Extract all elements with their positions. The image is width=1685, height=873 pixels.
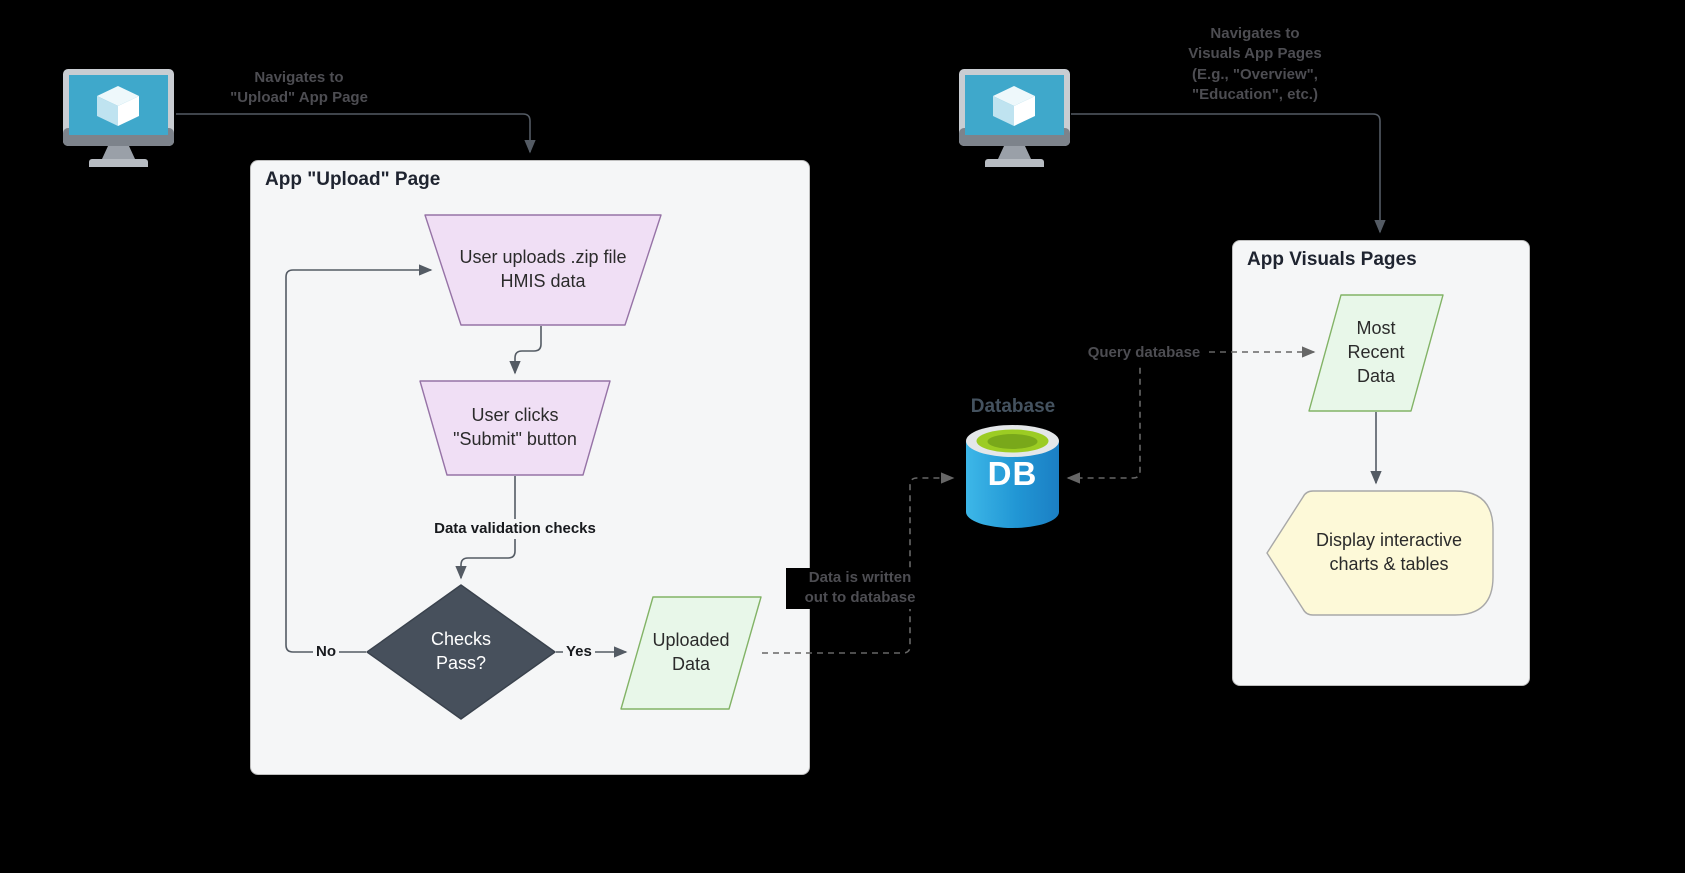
arrow-nav-upload <box>176 113 536 154</box>
nav-visuals-label: Navigates to Visuals App Pages (E.g., "O… <box>1155 24 1355 105</box>
most-recent-data-label: Most Recent Data <box>1347 318 1405 386</box>
submit-step-label: User clicks "Submit" button <box>453 405 577 449</box>
parallelogram-shape <box>620 596 762 710</box>
display-node: Display interactive charts & tables <box>1266 490 1494 616</box>
uploaded-data-node: Uploaded Data <box>620 596 762 710</box>
yes-label: Yes <box>563 642 595 663</box>
decision-node: Checks Pass? <box>366 584 556 720</box>
no-label: No <box>313 642 339 663</box>
user-monitor-right <box>958 68 1071 168</box>
database-icon <box>966 425 1059 528</box>
upload-step-node: User uploads .zip file HMIS data <box>424 214 662 326</box>
submit-step-node: User clicks "Submit" button <box>419 380 611 476</box>
computer-monitor-icon <box>959 69 1070 167</box>
uploaded-data-label: Uploaded Data <box>652 630 730 674</box>
database-abbrev: DB <box>987 455 1038 492</box>
upload-step-label: User uploads .zip file HMIS data <box>459 247 627 291</box>
user-monitor-left <box>62 68 175 168</box>
upload-page-title: App "Upload" Page <box>265 169 441 190</box>
query-database-label: Query database <box>1079 343 1209 364</box>
display-shape <box>1266 490 1494 616</box>
diamond-shape <box>366 584 556 720</box>
display-label: Display interactive charts & tables <box>1315 530 1463 574</box>
validation-checks-label: Data validation checks <box>413 519 617 540</box>
written-to-db-label: Data is written out to database <box>786 568 934 609</box>
parallelogram-shape <box>1308 294 1444 412</box>
arrow-nav-visuals <box>1071 113 1386 234</box>
nav-upload-label: Navigates to "Upload" App Page <box>193 68 405 109</box>
decision-label: Checks Pass? <box>430 629 492 673</box>
most-recent-data-node: Most Recent Data <box>1308 294 1444 412</box>
trapezoid-shape <box>424 214 662 326</box>
computer-monitor-icon <box>63 69 174 167</box>
database-node <box>965 424 1060 530</box>
database-title: Database <box>970 396 1056 417</box>
visuals-pages-title: App Visuals Pages <box>1247 249 1417 270</box>
trapezoid-shape <box>419 380 611 476</box>
